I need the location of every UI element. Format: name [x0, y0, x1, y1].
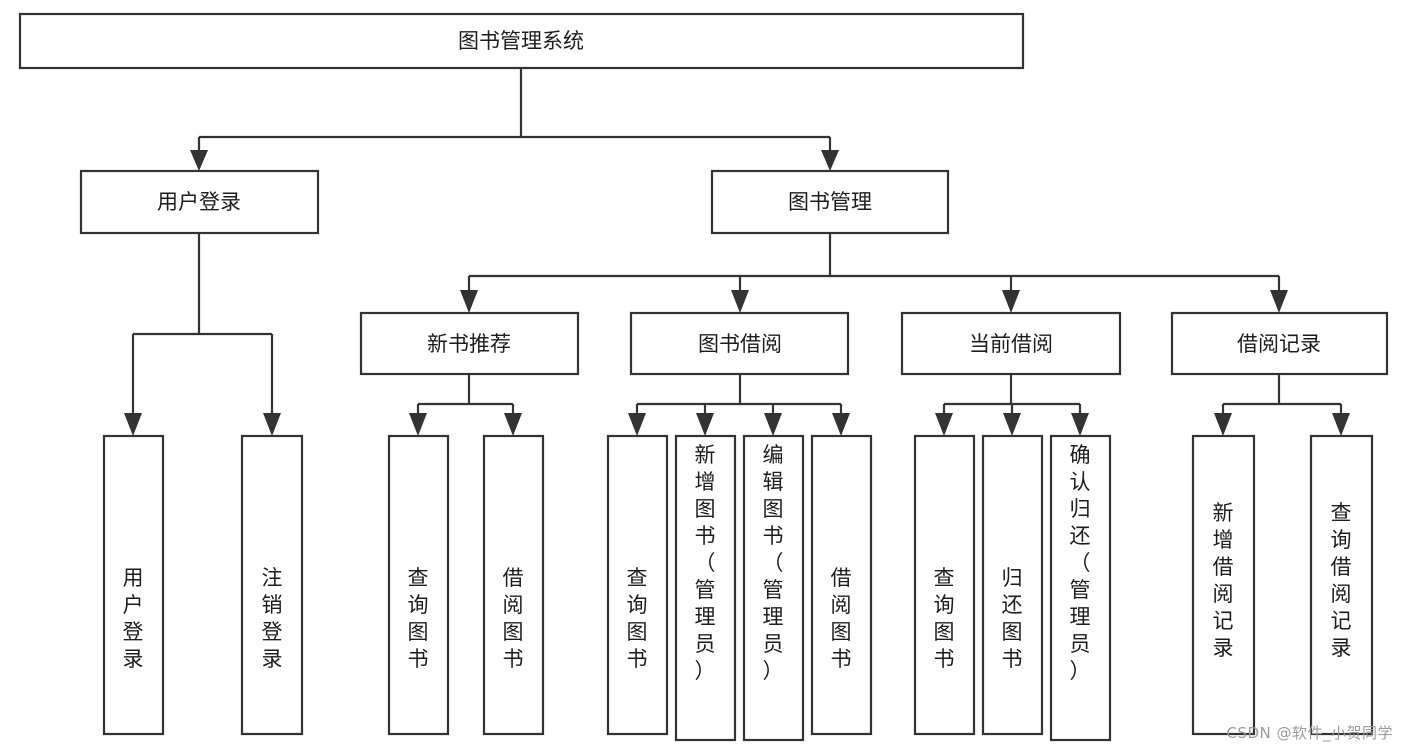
node-book-borrow-label: 图书借阅 [698, 332, 782, 356]
node-leaf-logout-login[interactable]: 注销登录 [240, 434, 304, 736]
node-leaf-edit-book-label: 编辑图书（管理员） [763, 443, 784, 683]
arrow-to-leaf-logout-login [263, 413, 281, 436]
arrow-to-user-login [190, 150, 208, 171]
arrow-to-borrow-record [1270, 290, 1288, 313]
node-leaf-query-book-3[interactable]: 查询图书 [913, 434, 976, 736]
node-book-management[interactable]: 图书管理 [710, 169, 950, 235]
node-leaf-query-book-3-box[interactable] [913, 434, 976, 736]
node-leaf-query-book-1[interactable]: 查询图书 [387, 434, 450, 736]
node-leaf-logout-login-label: 注销登录 [262, 566, 283, 671]
arrow-to-leaf-return-book [1003, 413, 1021, 436]
arrow-to-leaf-query-record [1332, 413, 1350, 436]
node-leaf-borrow-book-2[interactable]: 借阅图书 [810, 434, 873, 736]
node-leaf-borrow-book-1-label: 借阅图书 [503, 566, 524, 671]
node-book-borrow-box[interactable] [629, 311, 850, 376]
node-leaf-user-login-label: 用户登录 [123, 566, 144, 671]
arrow-to-new-book-recommend [460, 290, 478, 313]
arrow-to-leaf-add-record [1214, 413, 1232, 436]
node-user-login-box[interactable] [79, 169, 320, 235]
node-leaf-user-login-box[interactable] [102, 434, 165, 736]
node-new-book-recommend-label: 新书推荐 [427, 332, 511, 356]
node-leaf-add-book-box[interactable] [674, 434, 737, 742]
node-leaf-borrow-book-2-label: 借阅图书 [831, 566, 852, 671]
node-leaf-add-book-label: 新增图书（管理员） [695, 443, 716, 683]
arrow-to-leaf-borrow-book-1 [504, 413, 522, 436]
node-leaf-borrow-book-1[interactable]: 借阅图书 [482, 434, 545, 736]
node-new-book-recommend-box[interactable] [359, 311, 580, 376]
node-leaf-query-book-1-label: 查询图书 [408, 566, 429, 671]
arrow-to-leaf-confirm-return [1071, 413, 1089, 436]
node-root-label: 图书管理系统 [458, 29, 584, 53]
node-leaf-add-record[interactable]: 新增借阅记录 [1191, 434, 1256, 736]
node-borrow-record[interactable]: 借阅记录 [1170, 311, 1389, 376]
arrow-to-leaf-add-book [696, 413, 714, 436]
node-leaf-query-record-label: 查询借阅记录 [1331, 501, 1352, 660]
node-leaf-borrow-book-1-box[interactable] [482, 434, 545, 736]
node-leaf-confirm-return[interactable]: 确认归还（管理员） [1049, 434, 1112, 742]
node-current-borrow[interactable]: 当前借阅 [900, 311, 1122, 376]
node-leaf-logout-login-box[interactable] [240, 434, 304, 736]
node-leaf-return-book-label: 归还图书 [1002, 566, 1023, 671]
node-current-borrow-box[interactable] [900, 311, 1122, 376]
node-leaf-borrow-book-2-box[interactable] [810, 434, 873, 736]
arrow-to-leaf-query-book-1 [409, 413, 427, 436]
watermark-text: CSDN @软件_小贺同学 [1226, 724, 1393, 742]
arrow-to-leaf-borrow-book-2 [832, 413, 850, 436]
node-leaf-edit-book-box[interactable] [742, 434, 805, 742]
arrow-to-current-borrow [1002, 290, 1020, 313]
node-leaf-query-book-1-box[interactable] [387, 434, 450, 736]
node-borrow-record-label: 借阅记录 [1237, 332, 1321, 356]
node-leaf-query-record[interactable]: 查询借阅记录 [1309, 434, 1374, 736]
node-leaf-query-record-box[interactable] [1309, 434, 1374, 736]
arrow-to-leaf-user-login [124, 413, 142, 436]
arrow-to-leaf-query-book-3 [935, 413, 953, 436]
node-leaf-confirm-return-label: 确认归还（管理员） [1070, 443, 1091, 683]
arrow-to-leaf-query-book-2 [628, 413, 646, 436]
node-leaf-user-login[interactable]: 用户登录 [102, 434, 165, 736]
node-user-login-label: 用户登录 [157, 190, 241, 214]
node-leaf-add-book[interactable]: 新增图书（管理员） [674, 434, 737, 742]
node-book-management-label: 图书管理 [788, 190, 872, 214]
node-book-borrow[interactable]: 图书借阅 [629, 311, 850, 376]
node-leaf-confirm-return-box[interactable] [1049, 434, 1112, 742]
node-leaf-return-book-box[interactable] [981, 434, 1044, 736]
node-leaf-add-record-label: 新增借阅记录 [1213, 501, 1234, 660]
node-book-management-box[interactable] [710, 169, 950, 235]
node-leaf-return-book[interactable]: 归还图书 [981, 434, 1044, 736]
node-leaf-edit-book[interactable]: 编辑图书（管理员） [742, 434, 805, 742]
connector-layer [124, 68, 1350, 436]
arrow-to-book-management [821, 150, 839, 171]
node-leaf-query-book-3-label: 查询图书 [934, 566, 955, 671]
node-leaf-query-book-2-box[interactable] [606, 434, 669, 736]
node-leaf-query-book-2[interactable]: 查询图书 [606, 434, 669, 736]
node-root-box[interactable] [18, 12, 1025, 70]
node-leaf-add-record-box[interactable] [1191, 434, 1256, 736]
arrow-to-book-borrow [731, 290, 749, 313]
arrow-to-leaf-edit-book [764, 413, 782, 436]
node-current-borrow-label: 当前借阅 [969, 332, 1053, 356]
node-root[interactable]: 图书管理系统 [18, 12, 1025, 70]
node-borrow-record-box[interactable] [1170, 311, 1389, 376]
node-user-login[interactable]: 用户登录 [79, 169, 320, 235]
node-new-book-recommend[interactable]: 新书推荐 [359, 311, 580, 376]
node-leaf-query-book-2-label: 查询图书 [627, 566, 648, 671]
